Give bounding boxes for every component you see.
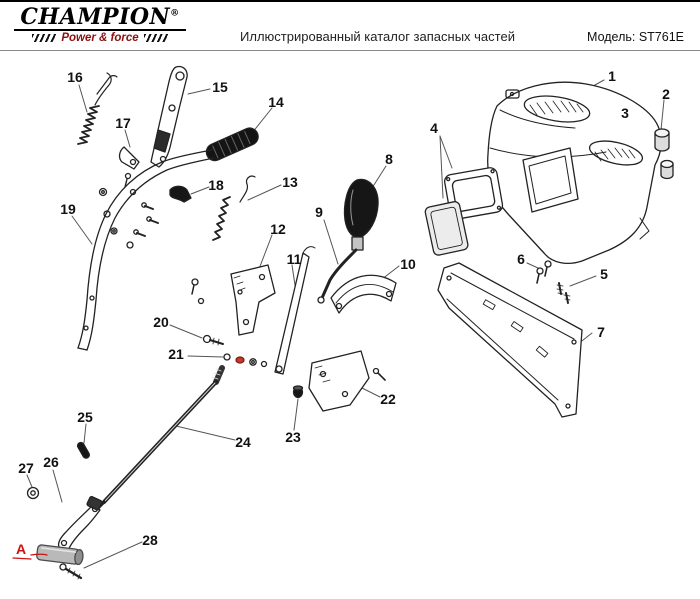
part-callout-6: 6	[517, 251, 525, 267]
panel-parts	[424, 167, 504, 256]
curved-bracket-part	[330, 274, 397, 314]
part-callout-A: A	[15, 541, 27, 557]
champion-logo: CHAMPION® Power & force	[14, 6, 186, 44]
part-callout-15: 15	[212, 79, 228, 95]
brand-name: CHAMPION®	[14, 6, 186, 31]
handlebar-part	[77, 149, 215, 351]
part-callout-10: 10	[400, 256, 416, 272]
part-callout-28: 28	[142, 532, 158, 548]
part-callout-22: 22	[380, 391, 396, 407]
plate-bracket-part	[308, 350, 386, 412]
part-callout-21: 21	[168, 346, 184, 362]
logo-stripes-right-icon	[143, 34, 168, 42]
part-callout-3: 3	[621, 105, 629, 121]
engine-cover-part	[487, 81, 662, 264]
part-callout-17: 17	[115, 115, 131, 131]
bottom-bolt-part	[59, 563, 83, 580]
shift-knob-part	[343, 178, 379, 251]
part-callout-12: 12	[270, 221, 286, 237]
bushing-parts	[654, 128, 674, 180]
marker-a-leader	[12, 553, 48, 560]
spring-part	[212, 175, 256, 241]
mount-bracket-part	[191, 264, 276, 336]
brand-text: CHAMPION	[20, 4, 171, 30]
part-callout-4: 4	[430, 120, 438, 136]
part-callout-9: 9	[315, 204, 323, 220]
part-callout-24: 24	[235, 434, 251, 450]
screw-parts	[536, 260, 571, 304]
logo-stripes-left-icon	[32, 34, 57, 42]
pin-part	[76, 441, 91, 459]
part-callout-7: 7	[597, 324, 605, 340]
part-callout-27: 27	[18, 460, 34, 476]
drive-lever-part	[150, 65, 188, 168]
catalog-title: Иллюстрированный каталог запасных частей	[240, 29, 515, 44]
grommet-part	[292, 385, 304, 399]
part-callout-2: 2	[662, 86, 670, 102]
long-rod-part	[95, 365, 225, 511]
roller-part	[36, 544, 84, 566]
registered-mark: ®	[170, 8, 180, 19]
part-callout-1: 1	[608, 68, 616, 84]
part-callout-11: 11	[286, 251, 302, 267]
shift-rod-part	[317, 248, 358, 304]
model-label: Модель: ST761E	[587, 30, 684, 44]
handle-grip-part	[205, 127, 259, 162]
part-callout-25: 25	[77, 409, 93, 425]
part-callout-20: 20	[153, 314, 169, 330]
washer-parts	[223, 353, 268, 368]
clip-part	[169, 185, 192, 203]
long-lever-part	[274, 246, 316, 375]
spring-long-part	[77, 72, 118, 145]
frame-rail-part	[437, 262, 583, 418]
part-callout-5: 5	[600, 266, 608, 282]
part-callout-14: 14	[268, 94, 284, 110]
brand-tagline-row: Power & force	[14, 32, 186, 44]
washer-part	[26, 486, 40, 500]
small-lever-part	[118, 146, 140, 196]
idler-arm-part	[58, 495, 103, 552]
part-callout-19: 19	[60, 201, 76, 217]
part-callout-13: 13	[282, 174, 298, 190]
bolt-part	[202, 334, 224, 346]
part-callout-16: 16	[67, 69, 83, 85]
part-callout-23: 23	[285, 429, 301, 445]
brand-tagline: Power & force	[61, 32, 139, 44]
part-callout-8: 8	[385, 151, 393, 167]
part-callout-18: 18	[208, 177, 224, 193]
fastener-parts	[98, 187, 159, 249]
header: CHAMPION® Power & force Иллюстрированный…	[0, 2, 700, 51]
part-callout-26: 26	[43, 454, 59, 470]
